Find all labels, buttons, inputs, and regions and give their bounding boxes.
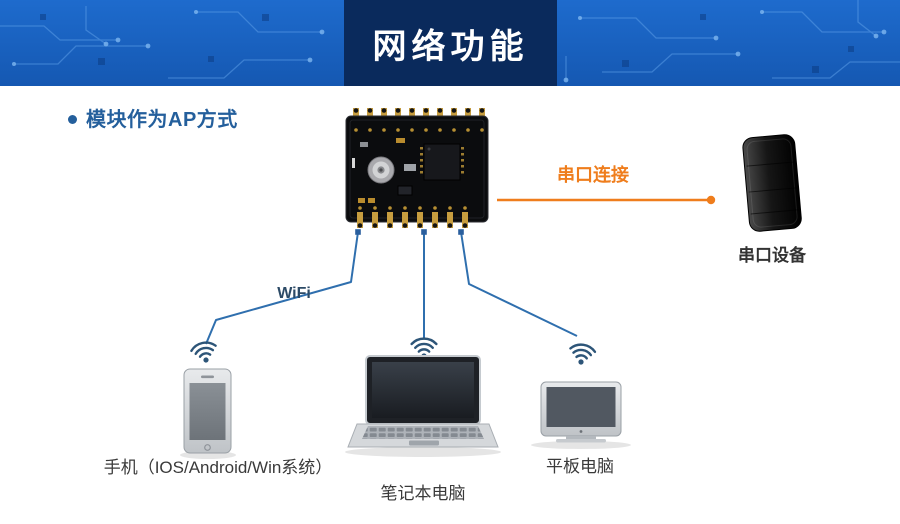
square-node-icon (421, 229, 427, 235)
title-panel: 网络功能 (344, 0, 557, 86)
wifi-signal-icon-tablet (567, 341, 597, 368)
round-node-icon (706, 195, 716, 205)
module-antenna-connector (367, 156, 395, 184)
wifi-module-image (345, 108, 489, 228)
square-node-icon (355, 229, 361, 235)
bullet-dot-icon (68, 115, 77, 124)
connector-line-phone (205, 231, 359, 345)
serial-connection-line (497, 195, 716, 205)
connector-line-tablet (460, 231, 578, 337)
network-diagram (180, 108, 802, 459)
tablet-label: 平板电脑 (546, 457, 614, 476)
header-banner: 网络功能 (0, 0, 900, 86)
serial-device-image (742, 134, 802, 232)
phone-label: 手机（IOS/Android/Win系统） (103, 458, 333, 477)
module-chip (420, 143, 464, 181)
phone-image (183, 368, 232, 454)
wifi-label: WiFi (277, 285, 311, 302)
tablet-image (540, 381, 622, 443)
laptop-label: 笔记本电脑 (380, 484, 466, 503)
square-node-icon (458, 229, 464, 235)
page-title: 网络功能 (372, 27, 529, 66)
laptop-image (347, 355, 499, 448)
serial-device-label: 串口设备 (738, 246, 806, 265)
serial-link-label: 串口连接 (557, 165, 629, 185)
bullet-label: 模块作为AP方式 (86, 109, 238, 131)
wifi-signal-icon-phone (189, 339, 220, 367)
